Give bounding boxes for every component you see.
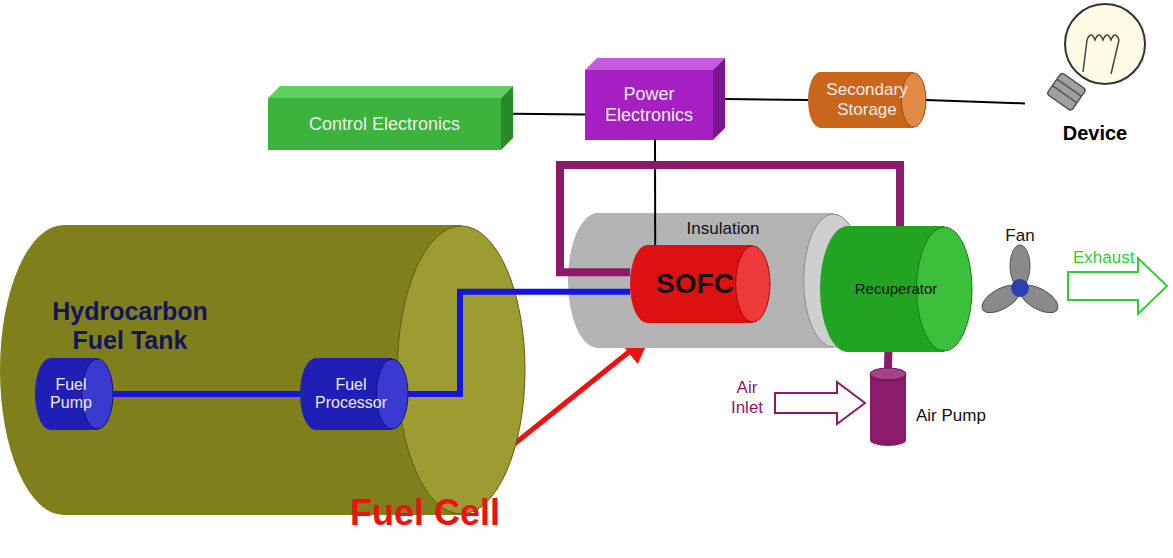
sofc-cylinder: SOFC [630,245,770,323]
text-holder: Hydrocarbon Fuel Tank [40,297,220,355]
pipe-connector [926,100,1025,103]
pipe-connector [654,140,656,245]
pipe-connector [513,113,585,116]
box-side [713,58,725,140]
text-holder: Control Electronics [268,98,501,150]
cylinder-cap [870,368,906,380]
node-text: SOFC [644,268,746,300]
bulb-glass [1065,4,1145,84]
fuel-tank: Hydrocarbon Fuel TankFuel Pump Fuel Proce… [0,225,525,515]
storage-cylinder: Secondary Storage [808,72,926,128]
cylinder-body [598,213,834,348]
cylinder-end [870,434,906,446]
recuperator-cylinder: Recuperator [820,226,972,352]
fuel-pump: Fuel Pump [35,358,113,430]
pipe-connector [113,391,300,397]
fan-symbol: Fan [975,226,1065,326]
pipe-connector [408,292,630,394]
node-text: Secondary Storage [826,80,908,119]
air-inlet-arrow [775,382,865,424]
exhaust-label: Exhaust [1073,248,1134,268]
socket-ring [1057,79,1082,96]
box-side [501,86,513,150]
text-holder: Fuel Pump [43,358,99,430]
device-bulb: Device [1025,0,1165,155]
node-text: Air Pump [916,406,986,426]
text-holder: Device [1025,122,1165,145]
text-holder: Recuperator [826,226,966,352]
text-holder: SOFC [640,245,750,323]
text-holder: Insulation [663,219,783,239]
callout-label: Fuel Cell [350,492,500,533]
node-text: Fuel Processor [312,376,390,413]
control-box: Control Electronics [268,86,513,150]
socket-ring [1052,86,1077,103]
insulation-cylinder: InsulationSOFC [568,213,863,348]
text-holder: Air Pump [916,406,994,426]
text-holder: Power Electronics [585,70,713,140]
node-text: Hydrocarbon Fuel Tank [40,297,220,355]
text-holder: Fan [995,226,1045,246]
node-text: Recuperator [830,280,962,297]
bulb-filament [1083,35,1119,74]
cylinder-body [64,225,461,515]
box-front [268,98,501,150]
node-text: Insulation [687,219,760,239]
bulb-socket [1047,73,1086,112]
cylinder-body [870,374,906,440]
cylinder-cap [736,246,770,322]
text-holder: Fuel Processor [308,358,394,430]
bulb-base [1047,73,1086,112]
cylinder-body [820,72,913,128]
fuel-processor: Fuel Processor [300,358,408,430]
box-top [585,58,725,70]
node-text: Device [1063,122,1128,145]
power-box: Power Electronics [585,58,725,140]
node-text: Control Electronics [272,114,497,135]
box-top [268,86,513,98]
fan-hub [1011,279,1029,297]
pipe-connector [725,99,808,100]
node-text: Power Electronics [589,84,709,125]
box-front [585,70,713,140]
pipe-connector [884,352,892,368]
air-pump: Air Pump [870,368,995,446]
node-text: Fuel Pump [47,376,95,413]
pipe-connector [560,165,900,272]
air-inlet-label: Air Inlet [722,378,772,417]
text-holder: Secondary Storage [822,72,912,128]
node-text: Fan [1005,226,1034,246]
